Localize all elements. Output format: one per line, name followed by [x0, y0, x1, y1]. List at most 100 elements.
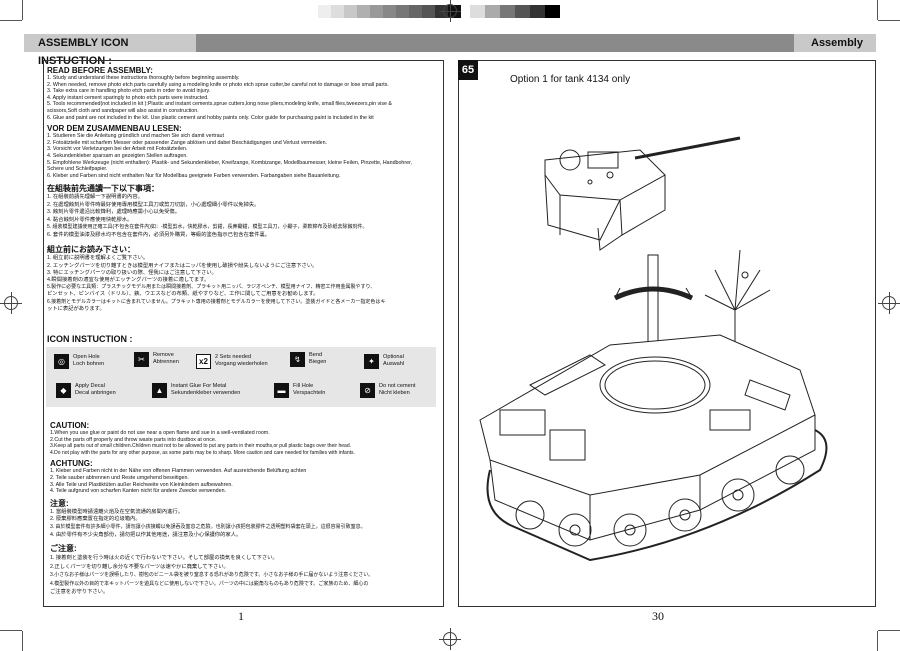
text-line: 6. 套件的模型油漆及膠水均不包含在套件內，必須另外購買，等級的塗色指示已包含在… — [47, 231, 271, 238]
vor-dem-heading: VOR DEM ZUSAMMENBAU LESEN: — [47, 124, 182, 134]
text-line: 4. Apply instant cement sparingly to pho… — [47, 94, 209, 101]
text-line: 1. 在組裝前請先理解一下說明書的內容。 — [47, 194, 143, 201]
registration-mark-icon — [439, 0, 461, 22]
text-line: 4. 黏合蝕刻片零件應使用快乾膠水。 — [47, 216, 133, 223]
icon-label: Fill Hole — [293, 383, 314, 389]
icon-label: 2 Sets needed — [215, 354, 252, 360]
text-line: 3.小さなお子様はパーツを誤嚥したり、樹包のビニール袋を被り窒息する恐れがあり危… — [50, 572, 374, 579]
tank-assembly-illustration — [479, 136, 828, 562]
crop-mark — [878, 20, 900, 21]
crop-mark — [0, 20, 22, 21]
text-line: 5. Tools recommended(not included in kit… — [47, 101, 392, 108]
tank-hull-drawing — [479, 334, 816, 541]
icon-label: Do not cement — [379, 383, 416, 389]
color-calibration-bar — [470, 5, 560, 18]
text-line: 2. 廢棄膠料應棄置在指定的垃圾箱內。 — [50, 516, 141, 523]
icon-label: Instant Glue For Metal — [171, 383, 227, 389]
text-line: 1. Study and understand these instructio… — [47, 75, 240, 81]
text-line: 3. Vorsicht vor Verletzungen bei der Arb… — [47, 146, 188, 153]
crop-mark — [877, 0, 878, 20]
page-title: ASSEMBLY ICON INSTUCTION : — [24, 34, 196, 67]
caution-section: CAUTION: 1.When you use glue or paint do… — [50, 418, 440, 597]
crop-mark — [22, 0, 23, 20]
text-line: ご注意をお守り下さい。 — [50, 589, 109, 596]
text-line: 5.製作に必要な工具類：プラスチックモデル用または瞬間接着剤、プラキット用ニッパ… — [47, 284, 376, 291]
assembly-step-panel — [458, 60, 876, 607]
achtung-heading: ACHTUNG: — [50, 459, 93, 469]
text-line: 1. 組立前に説明書を理解よくご覧下さい。 — [47, 255, 149, 262]
rotate-arrow-icon — [613, 286, 694, 301]
page-number-right: 30 — [652, 609, 664, 623]
registration-mark-icon — [439, 628, 461, 650]
header-bar — [24, 34, 876, 52]
icon-section-heading: ICON INSTUCTION : — [47, 334, 133, 344]
icon-label: Decal anbringen — [75, 389, 116, 396]
text-line: 3. Take extra care in handling photo etc… — [47, 88, 211, 95]
registration-mark-icon — [878, 292, 900, 314]
fill-hole-icon: ▬ — [274, 383, 289, 398]
icon-label: Nicht kleben — [379, 389, 410, 396]
text-line: 3. Alle Teile und Plastiktüten außer Rei… — [50, 481, 233, 488]
text-line: scissors,Soft cloth and sandpaper will a… — [47, 107, 199, 114]
instructions-panel — [43, 60, 444, 607]
text-line: ットに表記があります。 — [47, 305, 105, 312]
text-line: 5. Empfohlene Werkzeuge (nicht enthalten… — [47, 159, 413, 166]
icon-label: Apply Decal — [75, 383, 105, 389]
icon-label: Biegen — [309, 358, 327, 365]
registration-mark-icon — [0, 292, 22, 314]
text-line: 3. 蝕刻片零件邊沿比較鋒利，處理時應需小心以免受傷。 — [47, 209, 181, 216]
crop-mark — [877, 631, 878, 651]
text-line: 3. 特にエッチングパーツの取り扱いの際、怪我にはご注意して下さい。 — [47, 269, 217, 276]
icon-label: Remove — [153, 352, 174, 358]
step-number-badge: 65 — [458, 60, 478, 80]
remove-icon: ✂ — [134, 352, 149, 367]
turret-drawing — [544, 136, 741, 251]
section-title: Assembly — [794, 34, 876, 52]
text-line: 2. When needed, remove photo etch parts … — [47, 81, 389, 88]
instant-glue-icon: ▲ — [152, 383, 167, 398]
japanese-caution-heading: ご注意: — [50, 544, 77, 554]
icon-label: Open Hole — [73, 354, 100, 360]
text-line: 1. Kleber und Farben nicht in der Nähe v… — [50, 468, 307, 475]
text-line: Schere und Schleifpapier. — [47, 166, 108, 173]
text-line: 3. 由於模型套件有許多細小零件，請勿讓小孩接觸以免誤吞及窒息之危險。也別讓小孩… — [50, 523, 366, 530]
icon-label: Verspachteln — [293, 389, 326, 396]
text-line: 2. 在處理蝕刻片零件時最好使用專用模型工具刀或剪刀切割，小心處理細小零件以免掉… — [47, 201, 260, 208]
text-line: 2.正しくパーツを切り離し余分な不要なパーツは速やかに廃棄して下さい。 — [50, 563, 229, 570]
text-line: 6. Kleber und Farben sind nicht enthalte… — [47, 172, 341, 179]
text-line: 1.When you use glue or paint do not use … — [50, 430, 270, 436]
two-sets-icon: x2 — [196, 354, 211, 369]
text-line: 4.瞬間接着剤の適宜な使用がエッチングパーツの接着に適してます。 — [47, 276, 210, 283]
option-note: Option 1 for tank 4134 only — [510, 74, 631, 85]
text-line: 4. 由於零件有不少尖角部份，請勿把以作其他用途，請注意及小心保護你的家人。 — [50, 531, 242, 538]
icon-label: Bend — [309, 352, 323, 358]
track-drawing — [486, 429, 828, 562]
do-not-cement-icon: ⊘ — [360, 383, 375, 398]
zhuyi-heading: 注意: — [50, 498, 69, 508]
text-line: 2. Fotoätzteile mit scharfem Messer oder… — [47, 139, 328, 146]
crop-mark — [22, 631, 23, 651]
icon-label: Optional — [383, 354, 404, 360]
read-before-section: READ BEFORE ASSEMBLY: 1. Study and under… — [47, 63, 442, 313]
chinese-heading: 在組裝前先通讀一下以下事項： — [47, 184, 159, 194]
japanese-heading: 組立前にお読み下さい： — [47, 245, 135, 255]
optional-icon: ✦ — [364, 354, 379, 369]
text-line: 2. エッチングパーツを切り離すときは模型用ナイフまたはニッパを使用し破損や紛失… — [47, 262, 318, 269]
text-line: 4. Teile aufgrund von scharfen Kanten ni… — [50, 488, 226, 495]
antenna-drawing — [704, 249, 771, 350]
text-line: 4. Sekundenkleber sparsam an gezeigten S… — [47, 152, 188, 159]
read-before-heading: READ BEFORE ASSEMBLY: — [47, 66, 153, 75]
text-line: 4.Do not play with the parts for any oth… — [50, 449, 355, 456]
open-hole-icon: ◎ — [54, 354, 69, 369]
text-line: 2. Teile sauber abtrennen und Reste umge… — [50, 474, 189, 481]
icon-label: Vorgang wiederholen — [215, 360, 268, 367]
text-line: 1. Studieren Sie die Anleitung gründlich… — [47, 133, 224, 140]
